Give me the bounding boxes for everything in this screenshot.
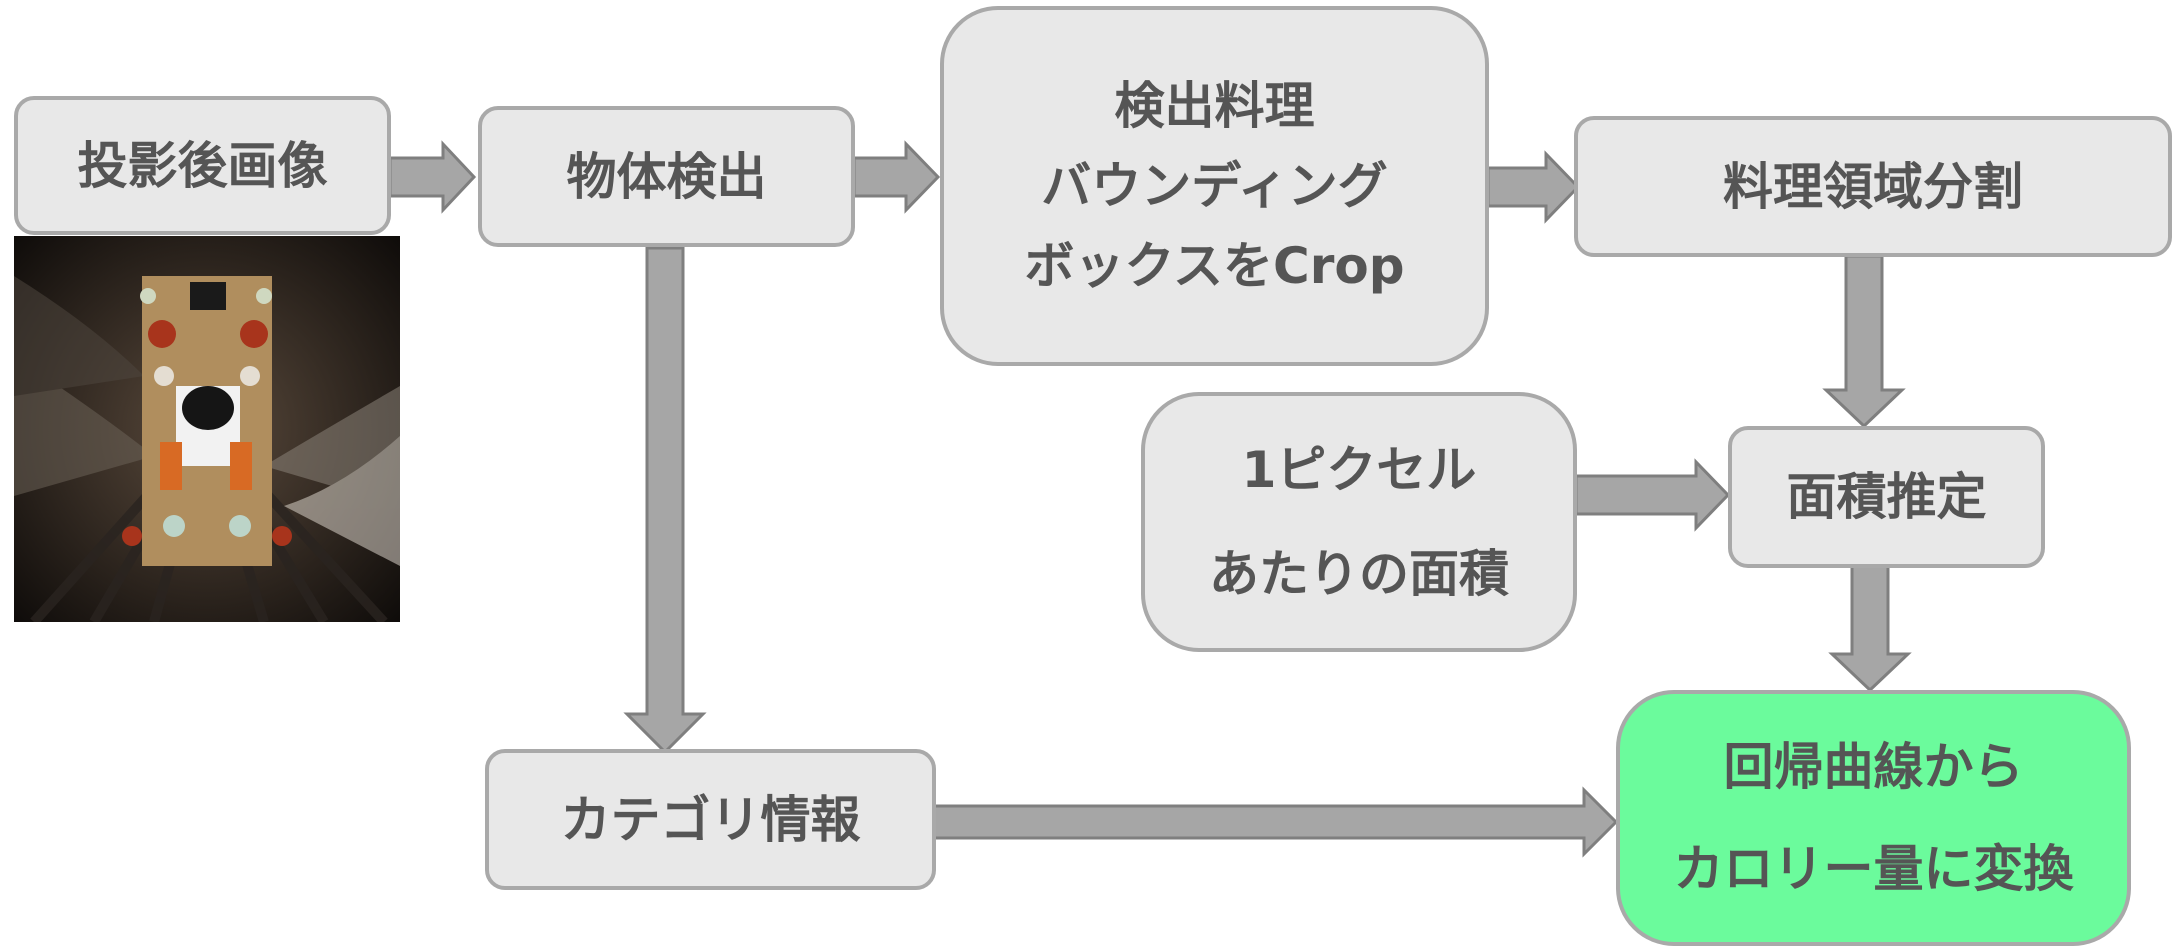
object-detection-box: 物体検出 [478, 106, 855, 247]
object-detection-label: 物体検出 [566, 147, 767, 206]
category-info-box: カテゴリ情報 [485, 749, 936, 890]
area-estimation-box: 面積推定 [1728, 426, 2045, 568]
crop-label-line-1: 検出料理 [1114, 77, 1315, 135]
segmentation-box: 料理領域分割 [1574, 116, 2172, 257]
arrow-detection-to-crop [852, 140, 941, 214]
pixel-area-label-line-1: 1ピクセル [1241, 441, 1477, 499]
arrow-projected-to-detection [388, 140, 477, 214]
arrow-category-to-calorie [932, 786, 1619, 858]
arrow-pixelarea-to-area [1574, 458, 1731, 532]
crop-label-line-3: ボックスをCrop [1024, 237, 1405, 295]
crop-label-line-2: バウンディング [1041, 157, 1388, 215]
pixel-area-box: 1ピクセル あたりの面積 [1141, 392, 1577, 652]
category-info-label: カテゴリ情報 [560, 790, 861, 849]
arrow-detection-to-category [623, 246, 707, 755]
area-estimation-label: 面積推定 [1786, 468, 1987, 526]
arrow-segmentation-to-area [1822, 254, 1906, 429]
arrow-crop-to-segmentation [1486, 150, 1581, 224]
projected-image-photo [14, 236, 400, 622]
projected-image-box: 投影後画像 [14, 96, 391, 235]
arrow-area-to-calorie [1828, 564, 1912, 693]
pixel-area-label-line-2: あたりの面積 [1209, 545, 1509, 603]
calorie-label-line-1: 回帰曲線から [1723, 738, 2024, 796]
segmentation-label: 料理領域分割 [1723, 157, 2023, 216]
calorie-label-line-2: カロリー量に変換 [1673, 840, 2074, 898]
crop-box: 検出料理 バウンディング ボックスをCrop [940, 6, 1489, 366]
calorie-conversion-box: 回帰曲線から カロリー量に変換 [1616, 690, 2131, 946]
projected-image-label: 投影後画像 [77, 136, 328, 195]
